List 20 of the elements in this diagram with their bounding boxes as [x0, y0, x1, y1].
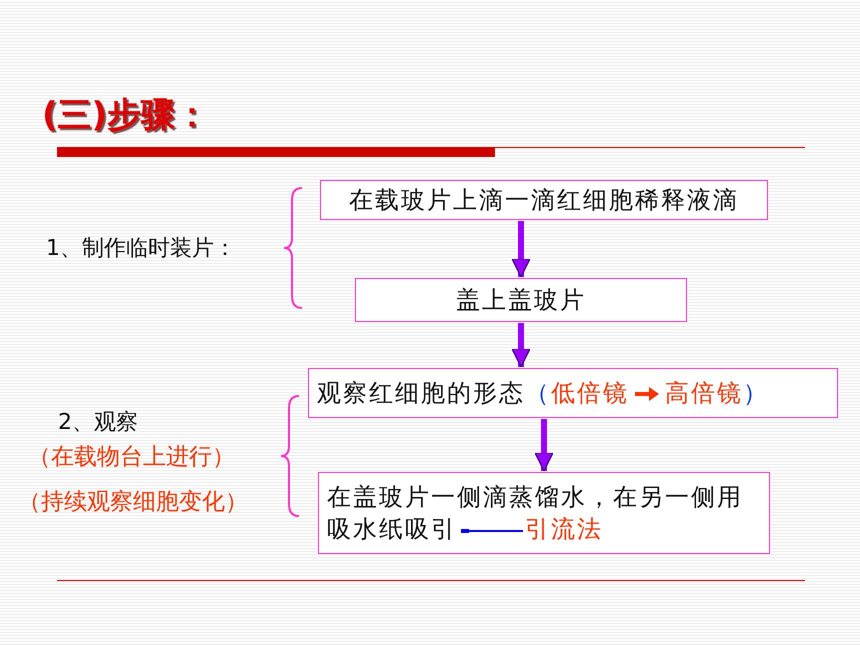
step-text: 在载玻片上滴一滴红细胞稀释液滴 [349, 184, 739, 216]
step-text: 观察红细胞的形态 [317, 378, 525, 407]
step-box [318, 472, 770, 554]
step-box [308, 368, 838, 418]
step-label: （持续观察细胞变化） [18, 489, 248, 517]
step-text: 盖上盖玻片 [456, 284, 586, 316]
arrow [534, 419, 554, 472]
step-text: 在盖玻片一侧滴蒸馏水，在另一侧用吸水纸吸引 引流法 [327, 482, 744, 545]
step-box [355, 278, 687, 322]
step-box [320, 180, 768, 220]
arrow [511, 323, 531, 368]
arrow [511, 221, 531, 278]
step-text: （ [525, 378, 551, 407]
step-text: 低倍镜 [551, 378, 629, 407]
step-label: 1、制作临时装片： [46, 236, 236, 262]
step-label: 2、观察 [58, 410, 138, 436]
step-text: ） [743, 378, 769, 407]
title: (三)步骤： [42, 94, 210, 137]
step-label: （在载物台上进行） [28, 444, 235, 472]
step-text: 高倍镜 [665, 378, 743, 407]
